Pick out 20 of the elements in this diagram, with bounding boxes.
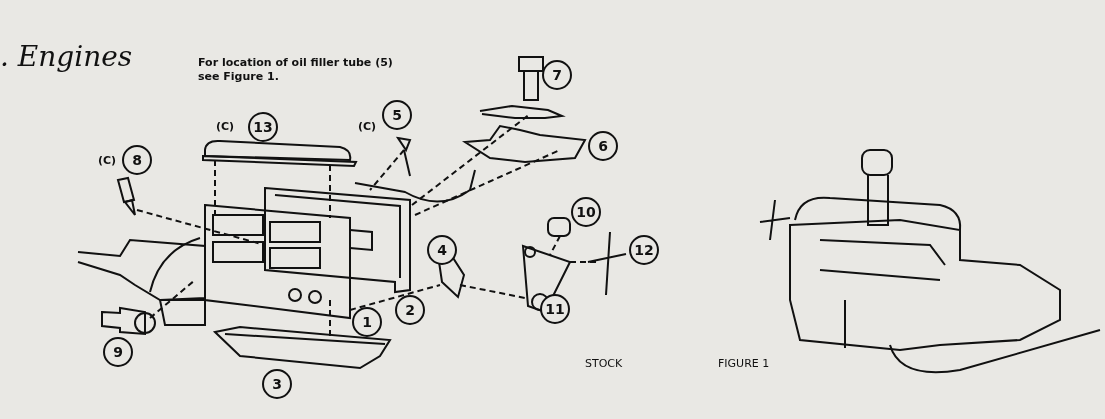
note-text: For location of oil filler tube (5) see Figure 1. [198, 56, 394, 84]
figure-label: STOCK [585, 357, 623, 370]
figure-label: FIGURE 1 [718, 357, 770, 370]
callout-number: 1 [352, 307, 382, 337]
section-heading: . Engines [0, 40, 133, 73]
callout-number: 6 [588, 131, 618, 161]
callout-number: 9 [103, 337, 133, 367]
callout-number: 7 [542, 60, 572, 90]
part-code-label: (C) [98, 154, 117, 167]
callout-number: 2 [395, 295, 425, 325]
callout-number: 11 [540, 294, 570, 324]
part-code-label: (C) [358, 120, 377, 133]
callout-number: 13 [248, 112, 278, 142]
callout-number: 4 [427, 235, 457, 265]
callout-number: 5 [382, 100, 412, 130]
callout-number: 8 [122, 145, 152, 175]
part-code-label: (C) [216, 120, 235, 133]
callout-number: 10 [571, 197, 601, 227]
callout-number: 12 [629, 235, 659, 265]
callout-number: 3 [262, 369, 292, 399]
